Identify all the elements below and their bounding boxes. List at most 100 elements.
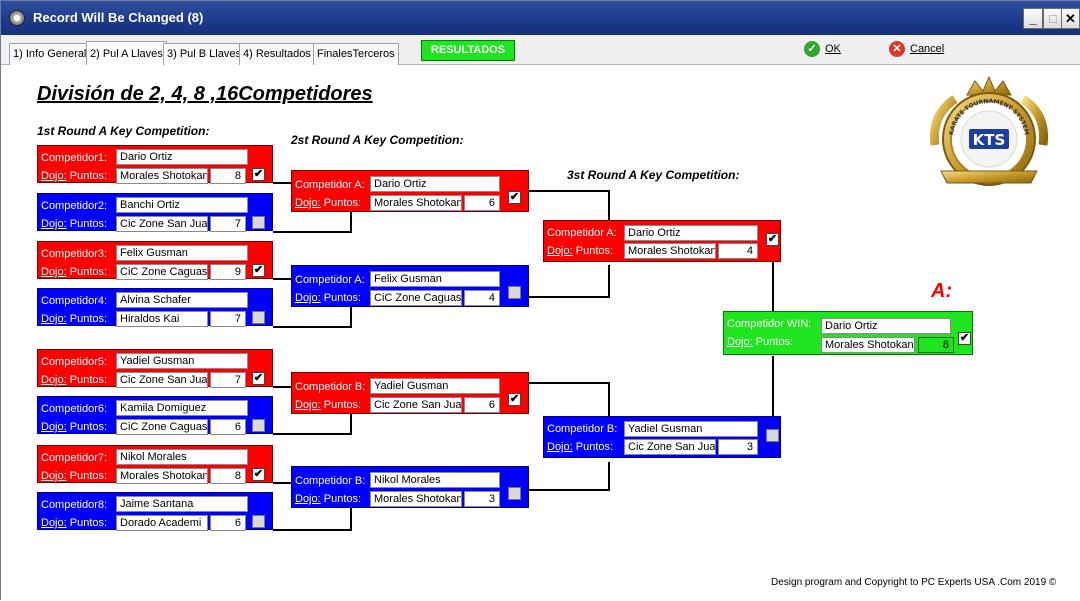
- dojo-field[interactable]: CiC Zone Caguas: [116, 419, 208, 435]
- winner-checkbox[interactable]: ✔: [252, 264, 265, 277]
- dojo-label: Dojo: Puntos:: [41, 517, 107, 529]
- points-field[interactable]: 3: [464, 491, 500, 507]
- dojo-text: Dojo:: [547, 245, 573, 257]
- competitor-label: Competidor5:: [41, 356, 108, 368]
- winner-checkbox[interactable]: [766, 429, 779, 442]
- winner-checkbox[interactable]: [252, 515, 265, 528]
- puntos-text: Puntos:: [69, 218, 108, 230]
- competitor-name-field[interactable]: Banchi Ortiz: [116, 197, 248, 213]
- competitor-name-field[interactable]: Nikol Morales: [370, 472, 500, 488]
- competitor-name-field[interactable]: Jaime Santana: [116, 496, 248, 512]
- dojo-field[interactable]: CiC Zone Caguas: [116, 264, 208, 280]
- close-button[interactable]: ✕: [1061, 8, 1080, 29]
- dojo-text: Dojo:: [41, 313, 67, 325]
- points-field[interactable]: 6: [464, 195, 500, 211]
- winner-checkbox[interactable]: [508, 286, 521, 299]
- puntos-text: Puntos:: [69, 421, 108, 433]
- winner-checkbox[interactable]: ✔: [508, 393, 521, 406]
- points-field[interactable]: 4: [718, 243, 758, 259]
- points-field[interactable]: 6: [210, 419, 246, 435]
- points-field[interactable]: 3: [718, 439, 758, 455]
- competitor-name-field[interactable]: Kamila Domiguez: [116, 400, 248, 416]
- dojo-label: Dojo: Puntos:: [41, 470, 107, 482]
- dojo-field[interactable]: Morales Shotokan: [370, 491, 462, 507]
- dojo-field[interactable]: CiC Zone Caguas: [370, 290, 462, 306]
- winner-checkbox[interactable]: [252, 311, 265, 324]
- puntos-text: Puntos:: [323, 399, 362, 411]
- dojo-text: Dojo:: [41, 266, 67, 278]
- tab-finales-terceros[interactable]: FinalesTerceros: [313, 43, 399, 65]
- dojo-label: Dojo: Puntos:: [41, 421, 107, 433]
- winner-checkbox[interactable]: ✔: [252, 372, 265, 385]
- dojo-text: Dojo:: [41, 218, 67, 230]
- competitor-name-field[interactable]: Yadiel Gusman: [370, 378, 500, 394]
- winner-checkbox[interactable]: ✔: [958, 332, 971, 345]
- dojo-field[interactable]: Morales Shotokan: [116, 168, 208, 184]
- minimize-button[interactable]: _: [1023, 8, 1043, 29]
- tab-resultados[interactable]: 4) Resultados: [239, 43, 315, 65]
- dojo-field[interactable]: Hiraldos Kai: [116, 311, 208, 327]
- winner-letter: A:: [931, 280, 953, 302]
- round2-label: 2st Round A Key Competition:: [291, 133, 464, 147]
- dojo-field[interactable]: Morales Shotokan: [624, 243, 716, 259]
- competitor-label: Competidor1:: [41, 152, 108, 164]
- points-field[interactable]: 8: [210, 168, 246, 184]
- competitor-name-field[interactable]: Dario Ortiz: [624, 225, 758, 241]
- competitor-label: Competidor2:: [41, 200, 108, 212]
- competitor-name-field[interactable]: Yadiel Gusman: [116, 353, 248, 369]
- cancel-button[interactable]: ✕Cancel: [889, 40, 944, 58]
- competitor-name-field[interactable]: Yadiel Gusman: [624, 421, 758, 437]
- points-field[interactable]: 8: [210, 468, 246, 484]
- results-button[interactable]: RESULTADOS: [421, 40, 515, 61]
- competitor-name-field[interactable]: Felix Gusman: [116, 245, 248, 261]
- winner-checkbox[interactable]: [508, 487, 521, 500]
- competitor-name-field[interactable]: Dario Ortiz: [116, 149, 248, 165]
- winner-checkbox[interactable]: [252, 419, 265, 432]
- points-field[interactable]: 9: [210, 264, 246, 280]
- dojo-field[interactable]: Morales Shotokan: [821, 337, 915, 353]
- dojo-field[interactable]: Morales Shotokan: [116, 468, 208, 484]
- points-field[interactable]: 4: [464, 290, 500, 306]
- winner-checkbox[interactable]: ✔: [252, 168, 265, 181]
- competitor-label: Competidor B:: [547, 423, 618, 435]
- competitor-name-field[interactable]: Dario Ortiz: [821, 318, 951, 334]
- points-field[interactable]: 7: [210, 311, 246, 327]
- dojo-label: Dojo: Puntos:: [41, 218, 107, 230]
- maximize-button[interactable]: □: [1043, 8, 1063, 29]
- dojo-field[interactable]: Dorado Academi: [116, 515, 208, 531]
- tab-pul-b-llaves[interactable]: 3) Pul B Llaves: [163, 43, 245, 65]
- dojo-field[interactable]: Cic Zone San Juan: [624, 439, 716, 455]
- competitor-name-field[interactable]: Felix Gusman: [370, 271, 500, 287]
- dojo-text: Dojo:: [41, 170, 67, 182]
- tab-info-general[interactable]: 1) Info General: [9, 43, 91, 65]
- dojo-field[interactable]: Morales Shotokan: [370, 195, 462, 211]
- check-icon: ✓: [804, 41, 820, 58]
- puntos-text: Puntos:: [323, 197, 362, 209]
- dojo-field[interactable]: Cic Zone San Juan: [116, 372, 208, 388]
- points-field[interactable]: 6: [464, 397, 500, 413]
- puntos-text: Puntos:: [575, 245, 614, 257]
- dojo-label: Dojo: Puntos:: [727, 336, 793, 348]
- page-heading: División de 2, 4, 8 ,16Competidores: [37, 83, 373, 105]
- winner-checkbox[interactable]: ✔: [766, 233, 779, 246]
- dojo-label: Dojo: Puntos:: [295, 399, 361, 411]
- winner-checkbox[interactable]: ✔: [508, 191, 521, 204]
- tab-pul-a-llaves[interactable]: 2) Pul A Llaves: [86, 41, 167, 66]
- competitor-name-field[interactable]: Nikol Morales: [116, 449, 248, 465]
- winner-checkbox[interactable]: ✔: [252, 468, 265, 481]
- competitor-name-field[interactable]: Alvina Schafer: [116, 292, 248, 308]
- points-field[interactable]: 8: [918, 337, 954, 353]
- puntos-text: Puntos:: [69, 374, 108, 386]
- competitor-name-field[interactable]: Dario Ortiz: [370, 176, 500, 192]
- winner-checkbox[interactable]: [252, 216, 265, 229]
- dojo-field[interactable]: Cic Zone San Juan: [116, 216, 208, 232]
- dojo-field[interactable]: Cic Zone San Juan: [370, 397, 462, 413]
- points-field[interactable]: 7: [210, 216, 246, 232]
- points-field[interactable]: 7: [210, 372, 246, 388]
- points-field[interactable]: 6: [210, 515, 246, 531]
- ok-button[interactable]: ✓OK: [804, 40, 841, 58]
- dojo-label: Dojo: Puntos:: [41, 170, 107, 182]
